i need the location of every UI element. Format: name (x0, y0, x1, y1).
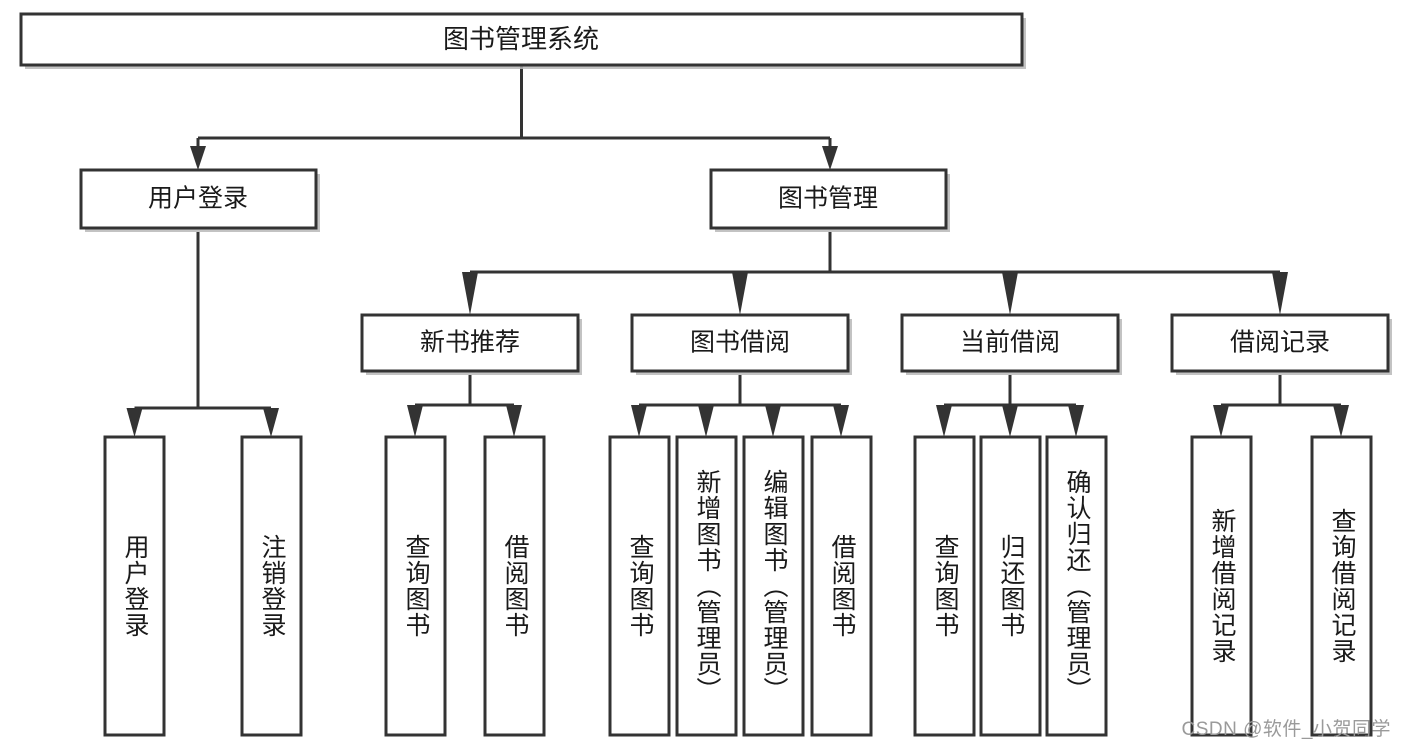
leaf-user-login-box[interactable] (103, 435, 166, 737)
leaf-query-book-3-box[interactable] (913, 435, 976, 737)
current-borrow-label: 当前借阅 (960, 329, 1060, 357)
new-book-recommend-box[interactable] (360, 313, 580, 373)
leaf-borrow-book-1-box[interactable] (483, 435, 546, 737)
csdn-watermark: CSDN @软件_小贺同学 (1181, 719, 1391, 740)
arrowhead-leaf-query-book-3 (936, 405, 952, 437)
leaf-add-book-box[interactable] (675, 435, 738, 737)
arrowhead-leaf-edit-book (765, 405, 781, 437)
arrowhead-current-borrow (1002, 272, 1018, 315)
node-book-management[interactable]: 图书管理 (709, 168, 950, 232)
arrowhead-leaf-query-book-2 (631, 405, 647, 437)
arrowhead-leaf-logout-login (263, 408, 279, 437)
arrowhead-leaf-query-book-1 (407, 405, 423, 437)
arrowhead-book-borrow (732, 272, 748, 315)
borrow-record-label: 借阅记录 (1230, 329, 1330, 357)
leaf-return-book-box[interactable] (979, 435, 1042, 737)
arrowhead-leaf-borrow-book-2 (833, 405, 849, 437)
node-root[interactable]: 图书管理系统 (19, 12, 1026, 69)
arrowhead-borrow-record (1272, 272, 1288, 315)
leaf-query-record-box[interactable] (1310, 435, 1373, 737)
leaf-query-book-1-box[interactable] (384, 435, 447, 737)
arrowhead-user-login (190, 146, 206, 170)
leaf-query-book-2-box[interactable] (608, 435, 671, 737)
current-borrow-box[interactable] (900, 313, 1120, 373)
user-login-label: 用户登录 (148, 185, 248, 213)
arrowhead-leaf-add-record (1213, 405, 1229, 437)
leaf-confirm-return-box[interactable] (1045, 435, 1108, 737)
leaf-box-group (103, 435, 1373, 737)
arrowhead-book-management (822, 146, 838, 170)
book-management-label: 图书管理 (778, 185, 878, 213)
node-book-borrow[interactable]: 图书借阅 (630, 313, 852, 375)
node-new-book-recommend[interactable]: 新书推荐 (360, 313, 582, 375)
book-management-box[interactable] (709, 168, 948, 230)
leaf-logout-login-box[interactable] (240, 435, 303, 737)
leaf-borrow-book-2-box[interactable] (810, 435, 873, 737)
connector-group (126, 65, 1349, 437)
arrowhead-leaf-return-book (1002, 405, 1018, 437)
arrowhead-leaf-add-book (698, 405, 714, 437)
node-borrow-record[interactable]: 借阅记录 (1170, 313, 1392, 375)
new-book-recommend-label: 新书推荐 (420, 329, 520, 357)
arrowhead-leaf-query-record (1333, 405, 1349, 437)
arrowhead-new-book-recommend (462, 272, 478, 315)
arrowhead-leaf-borrow-book-1 (506, 405, 522, 437)
leaf-add-record-box[interactable] (1190, 435, 1253, 737)
root-box[interactable] (19, 12, 1024, 67)
book-borrow-box[interactable] (630, 313, 850, 373)
leaf-edit-book-box[interactable] (742, 435, 805, 737)
node-user-login[interactable]: 用户登录 (79, 168, 320, 232)
user-login-box[interactable] (79, 168, 318, 230)
book-borrow-label: 图书借阅 (690, 329, 790, 357)
node-current-borrow[interactable]: 当前借阅 (900, 313, 1122, 375)
arrowhead-leaf-user-login (126, 408, 143, 437)
borrow-record-box[interactable] (1170, 313, 1390, 373)
root-label: 图书管理系统 (443, 24, 599, 54)
arrowhead-leaf-confirm-return (1068, 405, 1084, 437)
